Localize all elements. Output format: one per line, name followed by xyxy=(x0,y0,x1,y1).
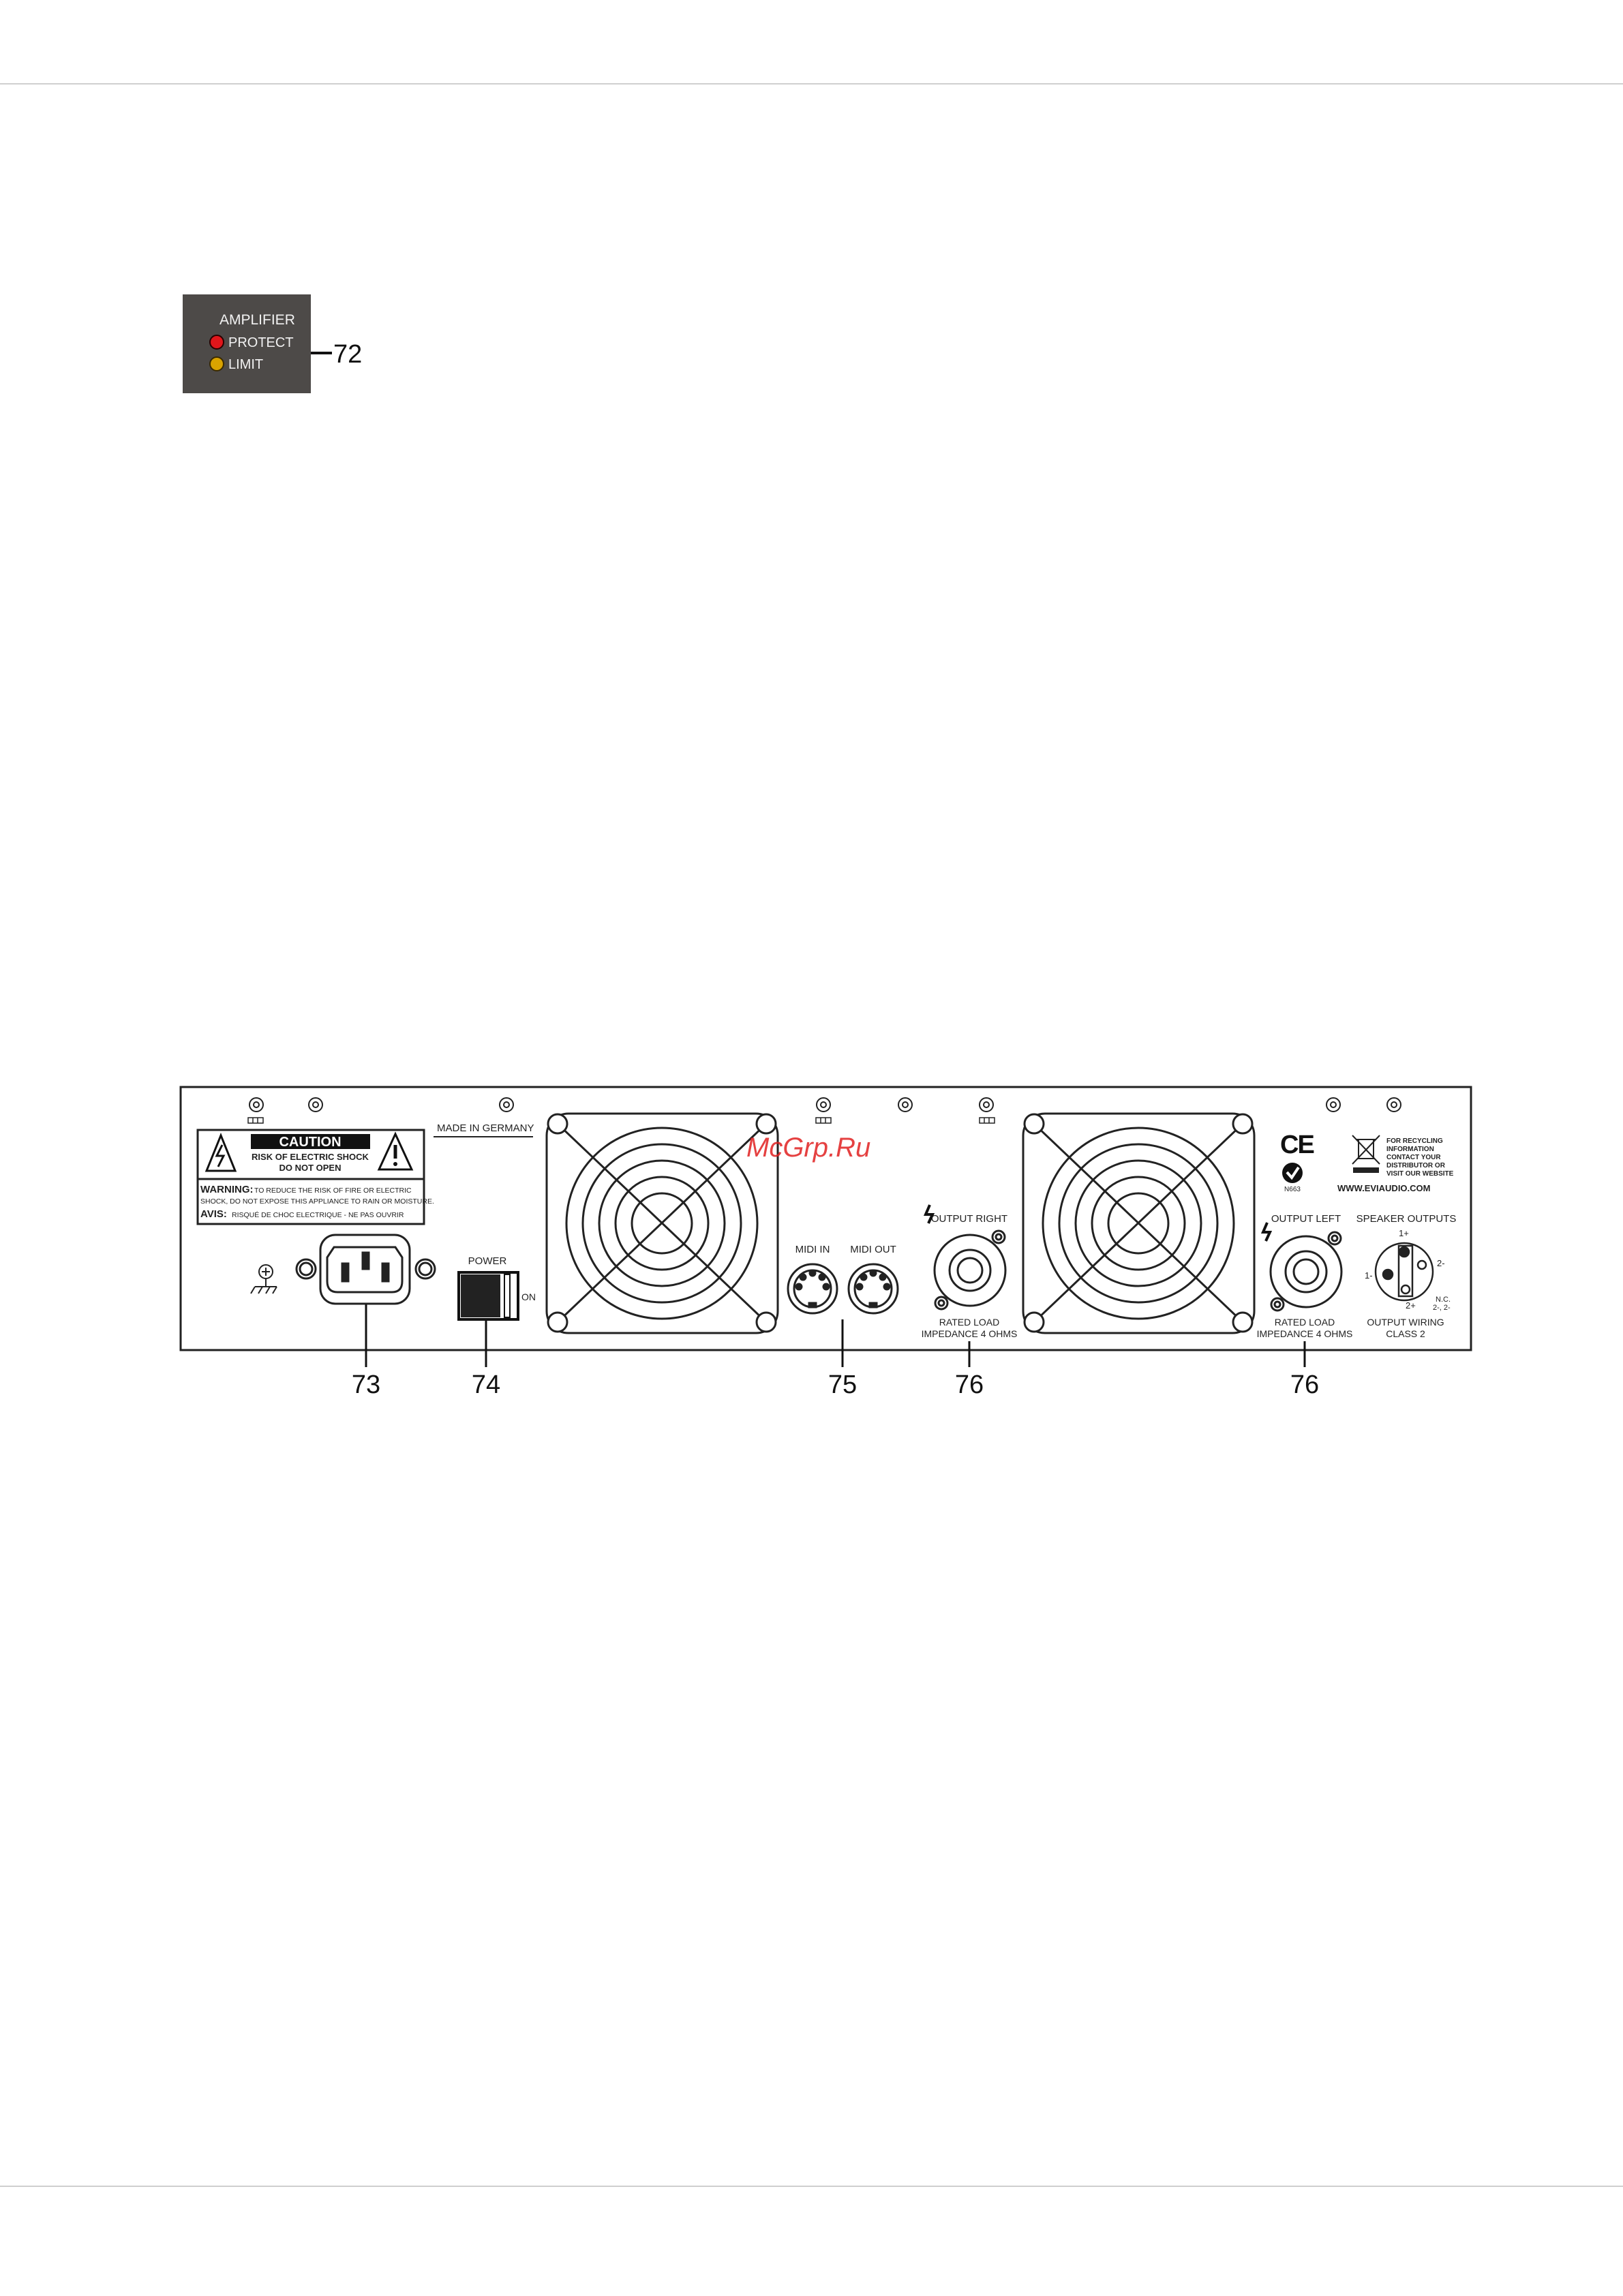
class2-label: CLASS 2 xyxy=(1386,1328,1425,1339)
callout-73: 73 xyxy=(352,1371,380,1399)
screw-markers xyxy=(247,1117,995,1124)
warning-exclamation-icon xyxy=(377,1131,414,1171)
pin-nc: N.C. xyxy=(1436,1296,1451,1304)
midi-out-port[interactable] xyxy=(847,1263,899,1315)
made-in-label: MADE IN GERMANY xyxy=(437,1122,534,1134)
midi-out-label: MIDI OUT xyxy=(850,1244,896,1255)
callout-74: 74 xyxy=(472,1371,500,1399)
output-wiring-label: OUTPUT WIRING xyxy=(1367,1317,1444,1328)
callout-76a: 76 xyxy=(955,1371,984,1399)
callout-76b: 76 xyxy=(1290,1371,1319,1399)
output-right-label: OUTPUT RIGHT xyxy=(931,1213,1007,1225)
callout-72: 72 xyxy=(333,340,362,369)
output-wiring-diagram xyxy=(1374,1242,1434,1302)
bottom-rule xyxy=(0,2186,1623,2187)
warning-text2: SHOCK, DO NOT EXPOSE THIS APPLIANCE TO R… xyxy=(200,1197,434,1206)
n-number: N663 xyxy=(1284,1186,1301,1193)
amplifier-title: AMPLIFIER xyxy=(219,312,295,328)
ce-mark-icon: CE xyxy=(1280,1131,1314,1159)
power-label: POWER xyxy=(468,1255,507,1267)
pin-1plus: 1+ xyxy=(1399,1228,1409,1238)
pin-1minus: 1- xyxy=(1365,1270,1373,1281)
watermark: McGrp.Ru xyxy=(746,1133,870,1163)
top-rule xyxy=(0,83,1623,85)
rated-load-right-2: IMPEDANCE 4 OHMS xyxy=(922,1328,1018,1339)
iec-power-inlet[interactable] xyxy=(295,1234,436,1305)
output-left-lightning-icon xyxy=(1260,1222,1273,1242)
protect-led xyxy=(209,335,224,350)
limit-label: LIMIT xyxy=(228,357,263,372)
recycling-line2: INFORMATION xyxy=(1386,1146,1434,1153)
rated-load-left-2: IMPEDANCE 4 OHMS xyxy=(1257,1328,1353,1339)
recycling-line5: VISIT OUR WEBSITE xyxy=(1386,1170,1454,1178)
on-label: ON xyxy=(521,1291,536,1302)
output-right-lightning-icon xyxy=(923,1204,935,1224)
website-label: WWW.EVIAUDIO.COM xyxy=(1337,1183,1431,1193)
speaker-outputs-label: SPEAKER OUTPUTS xyxy=(1356,1213,1457,1225)
fan-grille-icon xyxy=(1022,1112,1256,1334)
midi-in-label: MIDI IN xyxy=(795,1244,830,1255)
ground-symbol-icon xyxy=(250,1264,277,1294)
power-switch[interactable] xyxy=(457,1271,519,1321)
panel-screws xyxy=(249,1097,1401,1112)
n-tick-mark-icon xyxy=(1282,1163,1303,1183)
pin-2m2m: 2-, 2- xyxy=(1433,1304,1451,1312)
protect-label: PROTECT xyxy=(228,335,294,350)
avis-text: RISQUÉ DE CHOC ELECTRIQUE - NE PAS OUVRI… xyxy=(232,1210,404,1219)
caution-label: CAUTION RISK OF ELECTRIC SHOCK DO NOT OP… xyxy=(196,1129,434,1225)
caution-line1: RISK OF ELECTRIC SHOCK xyxy=(252,1152,369,1162)
caution-title: CAUTION xyxy=(279,1135,341,1150)
warning-lightning-icon xyxy=(204,1132,237,1172)
recycle-bin-icon xyxy=(1352,1135,1380,1173)
pin-2plus: 2+ xyxy=(1406,1300,1416,1311)
midi-in-port[interactable] xyxy=(787,1263,838,1315)
recycling-line1: FOR RECYCLING xyxy=(1386,1137,1443,1145)
limit-led xyxy=(209,356,224,371)
recycling-line3: CONTACT YOUR xyxy=(1386,1154,1441,1161)
callout-75: 75 xyxy=(828,1371,857,1399)
rated-load-right-1: RATED LOAD xyxy=(939,1317,999,1328)
pin-2minus: 2- xyxy=(1437,1258,1445,1268)
output-left-label: OUTPUT LEFT xyxy=(1271,1213,1341,1225)
fan-grille-icon xyxy=(545,1112,779,1334)
recycling-line4: DISTRIBUTOR OR xyxy=(1386,1162,1446,1169)
avis-head: AVIS: xyxy=(200,1208,227,1220)
caution-line2: DO NOT OPEN xyxy=(279,1163,341,1173)
warning-text1: TO REDUCE THE RISK OF FIRE OR ELECTRIC xyxy=(254,1187,412,1195)
warning-head: WARNING: xyxy=(200,1184,254,1195)
amplifier-led-panel: AMPLIFIER PROTECT LIMIT xyxy=(183,294,311,393)
rated-load-left-1: RATED LOAD xyxy=(1275,1317,1335,1328)
speakon-icon[interactable] xyxy=(933,1229,1007,1311)
speakon-icon[interactable] xyxy=(1269,1231,1343,1312)
